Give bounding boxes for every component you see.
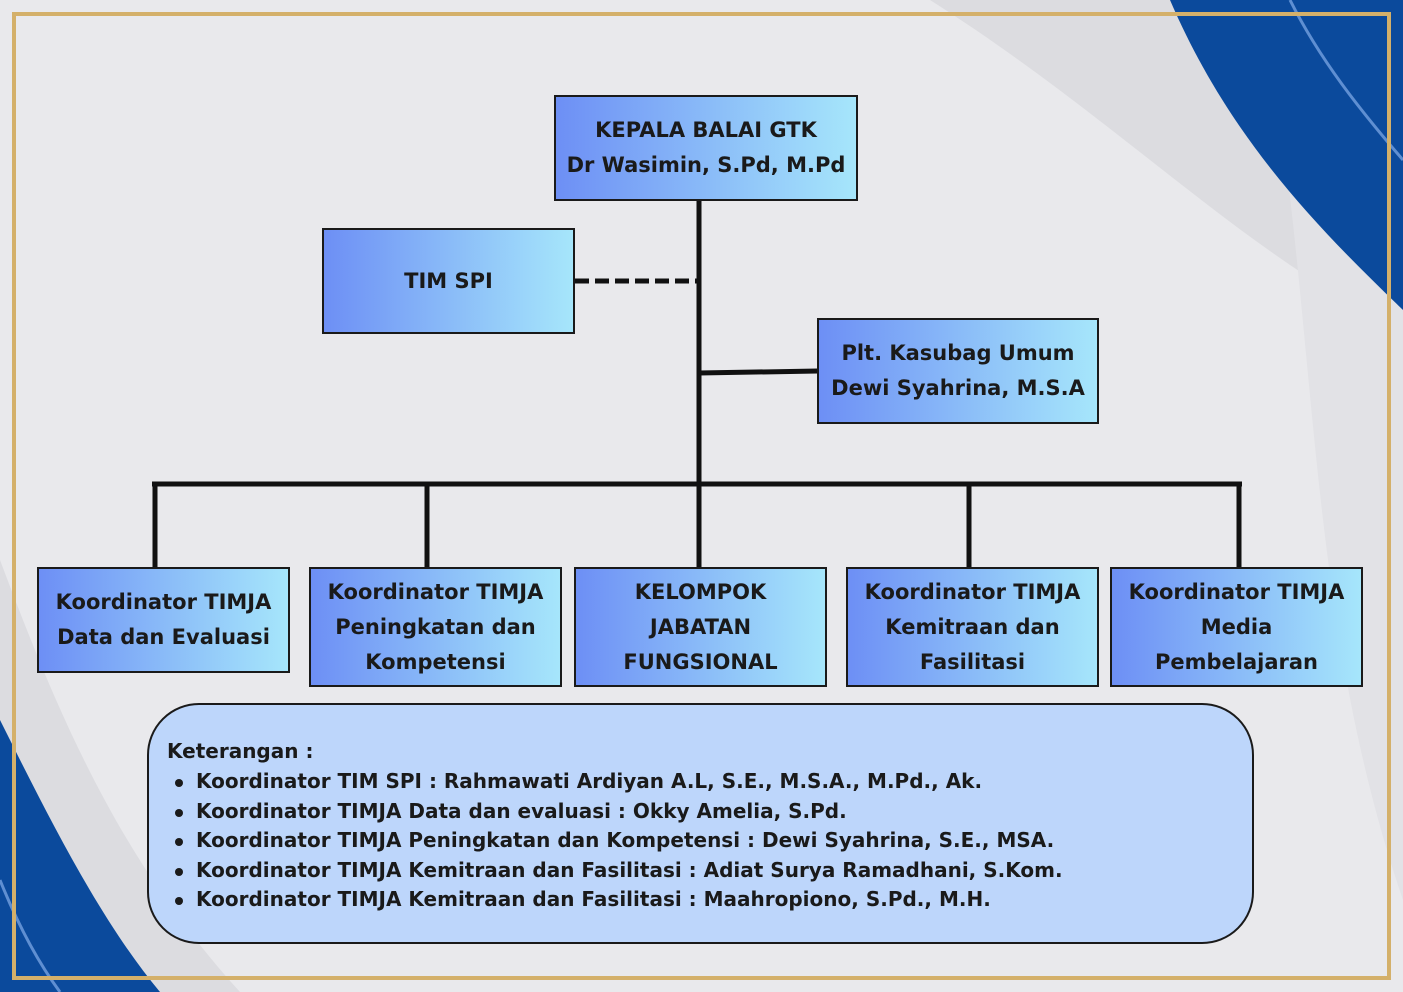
unit-box-peningkatan-kompetensi: Koordinator TIMJA Peningkatan dan Kompet…	[309, 567, 562, 687]
unit-line: JABATAN	[649, 614, 752, 639]
head-box: KEPALA BALAI GTK Dr Wasimin, S.Pd, M.Pd	[554, 95, 858, 201]
legend-item: Koordinator TIMJA Kemitraan dan Fasilita…	[167, 856, 1252, 886]
unit-line: Kompetensi	[365, 649, 506, 674]
unit-line: Kemitraan dan	[885, 614, 1060, 639]
spi-label: TIM SPI	[404, 268, 493, 293]
unit-line: Fasilitasi	[919, 649, 1026, 674]
kasubag-title: Plt. Kasubag Umum	[841, 341, 1075, 365]
legend-item: Koordinator TIMJA Data dan evaluasi : Ok…	[167, 797, 1252, 827]
unit-line: Koordinator TIMJA	[1128, 579, 1345, 604]
unit-box-jabatan-fungsional: KELOMPOK JABATAN FUNGSIONAL	[574, 567, 827, 687]
unit-line: Media	[1200, 614, 1273, 639]
head-title: KEPALA BALAI GTK	[595, 118, 817, 142]
unit-line: KELOMPOK	[634, 579, 767, 604]
legend-item: Koordinator TIMJA Peningkatan dan Kompet…	[167, 826, 1252, 856]
unit-line: Peningkatan dan	[335, 614, 536, 639]
unit-box-kemitraan-fasilitasi: Koordinator TIMJA Kemitraan dan Fasilita…	[846, 567, 1099, 687]
legend-list: Koordinator TIM SPI : Rahmawati Ardiyan …	[167, 767, 1252, 915]
unit-line: Koordinator TIMJA	[864, 579, 1081, 604]
wave-highlight-bottom-left	[0, 879, 62, 992]
unit-line: FUNGSIONAL	[623, 649, 778, 674]
unit-line: Data dan Evaluasi	[57, 625, 270, 649]
kasubag-name: Dewi Syahrina, M.S.A	[831, 376, 1085, 400]
legend-title: Keterangan :	[167, 739, 314, 763]
wave-blue-bottom-left	[0, 720, 160, 992]
unit-line: Koordinator TIMJA	[55, 590, 272, 614]
unit-line: Pembelajaran	[1154, 649, 1318, 674]
legend-item: Koordinator TIMJA Kemitraan dan Fasilita…	[167, 885, 1252, 915]
unit-box-media-pembelajaran: Koordinator TIMJA Media Pembelajaran	[1110, 567, 1363, 687]
kasubag-box: Plt. Kasubag Umum Dewi Syahrina, M.S.A	[817, 318, 1099, 424]
kasubag-line	[698, 368, 819, 376]
spi-box: TIM SPI	[322, 228, 575, 334]
legend-panel: Keterangan : Koordinator TIM SPI : Rahma…	[147, 703, 1254, 944]
legend-item: Koordinator TIM SPI : Rahmawati Ardiyan …	[167, 767, 1252, 797]
unit-line: Koordinator TIMJA	[327, 579, 544, 604]
head-name: Dr Wasimin, S.Pd, M.Pd	[566, 153, 846, 177]
wave-blue-top-right	[1170, 0, 1403, 310]
unit-box-data-evaluasi: Koordinator TIMJA Data dan Evaluasi	[37, 567, 290, 673]
